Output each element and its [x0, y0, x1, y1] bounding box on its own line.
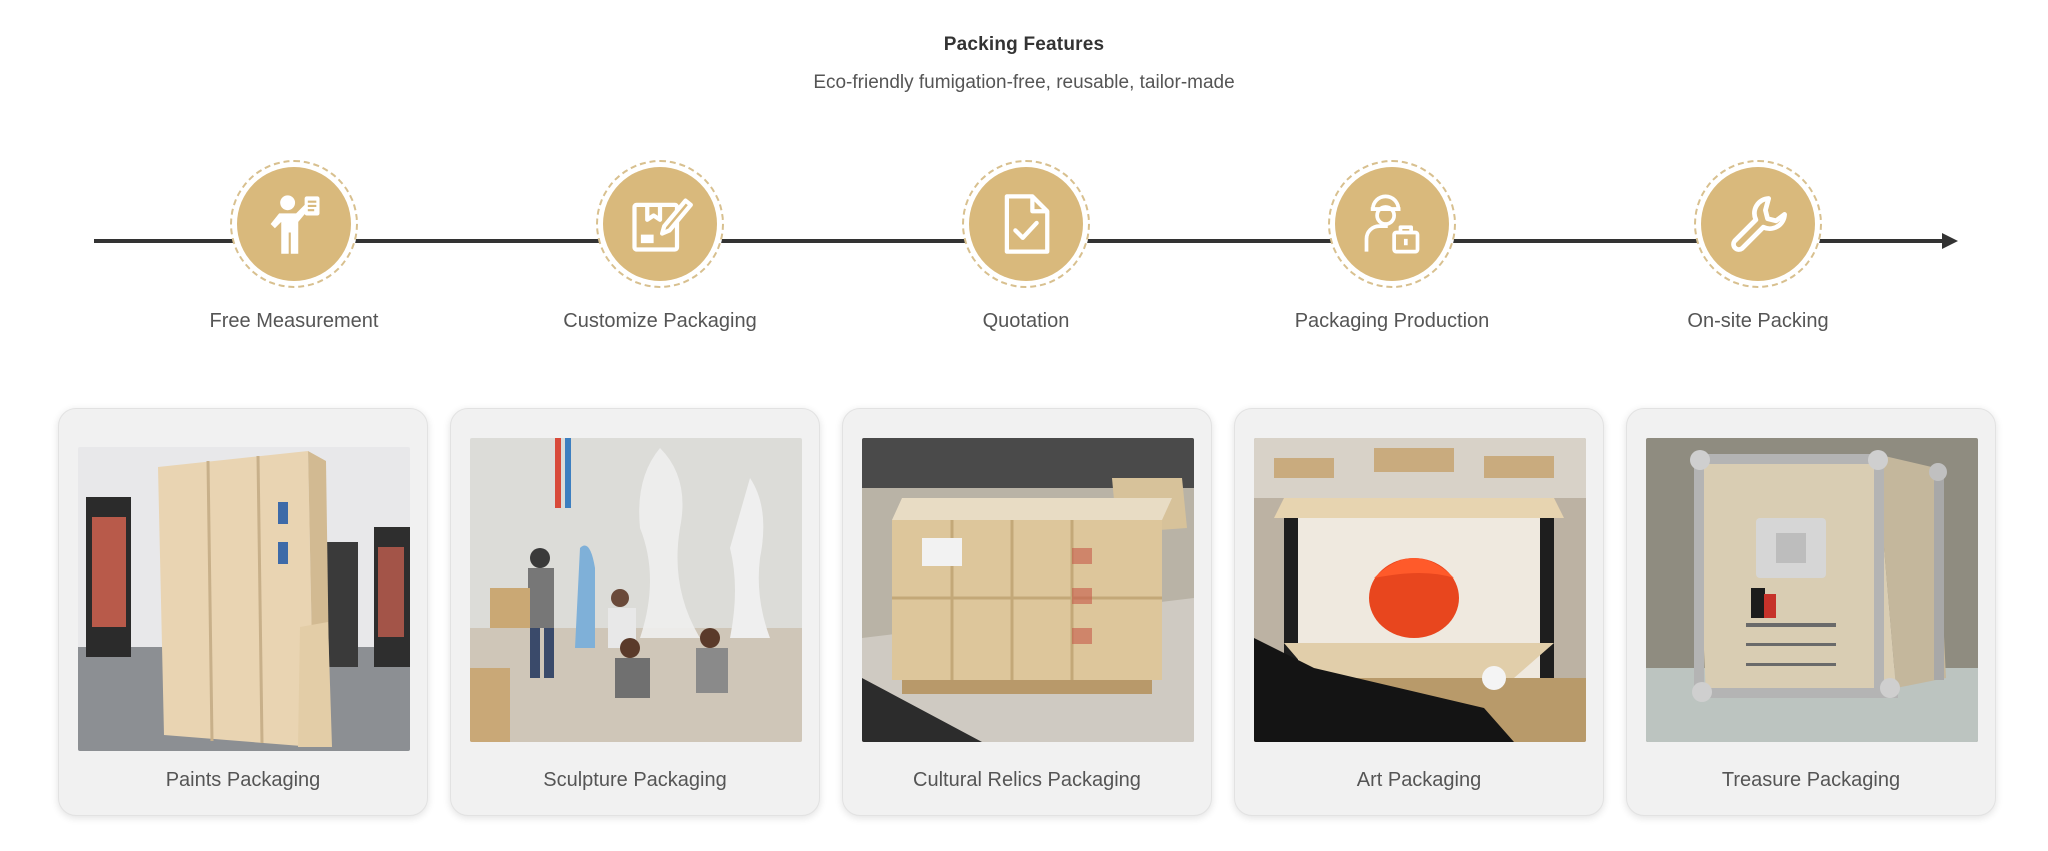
step-label: Quotation — [982, 310, 1070, 332]
card-art-packaging[interactable]: Art Packaging — [1234, 408, 1604, 816]
treasure-packaging-photo — [1646, 438, 1978, 742]
card-label: Cultural Relics Packaging — [913, 769, 1141, 791]
step-icon-ring — [962, 160, 1090, 288]
page-title: Packing Features — [943, 34, 1105, 55]
step-packaging-production: Packaging Production — [1262, 160, 1522, 333]
worker-luggage-icon — [1335, 167, 1449, 281]
box-pencil-icon — [603, 167, 717, 281]
step-icon-ring — [1694, 160, 1822, 288]
page-subtitle: Eco-friendly fumigation-free, reusable, … — [813, 72, 1235, 93]
section-header: Packing Features Eco-friendly fumigation… — [0, 34, 2048, 94]
cultural-relics-packaging-photo — [862, 438, 1194, 742]
card-treasure-packaging[interactable]: Treasure Packaging — [1626, 408, 1996, 816]
document-check-icon — [969, 167, 1083, 281]
step-label: Packaging Production — [1294, 310, 1490, 332]
worker-clipboard-icon — [237, 167, 351, 281]
packaging-cards: Paints Packaging — [58, 408, 1998, 816]
process-timeline: Free Measurement Customize Packaging — [0, 160, 2048, 340]
card-label: Sculpture Packaging — [543, 769, 727, 791]
card-sculpture-packaging[interactable]: Sculpture Packaging — [450, 408, 820, 816]
step-icon-ring — [230, 160, 358, 288]
step-icon-ring — [596, 160, 724, 288]
step-on-site-packing: On-site Packing — [1628, 160, 1888, 333]
sculpture-packaging-photo — [470, 438, 802, 742]
paints-packaging-photo — [78, 447, 410, 751]
timeline-arrow-icon — [1942, 233, 1958, 249]
step-icon-ring — [1328, 160, 1456, 288]
card-cultural-relics-packaging[interactable]: Cultural Relics Packaging — [842, 408, 1212, 816]
card-paints-packaging[interactable]: Paints Packaging — [58, 408, 428, 816]
step-label: On-site Packing — [1687, 310, 1829, 332]
art-packaging-photo — [1254, 438, 1586, 742]
wrench-icon — [1701, 167, 1815, 281]
step-label: Customize Packaging — [563, 310, 757, 332]
step-label: Free Measurement — [209, 310, 379, 332]
card-label: Treasure Packaging — [1721, 769, 1901, 791]
step-free-measurement: Free Measurement — [164, 160, 424, 333]
step-quotation: Quotation — [896, 160, 1156, 333]
step-customize-packaging: Customize Packaging — [530, 160, 790, 333]
card-label: Art Packaging — [1356, 769, 1482, 791]
card-label: Paints Packaging — [165, 769, 321, 791]
